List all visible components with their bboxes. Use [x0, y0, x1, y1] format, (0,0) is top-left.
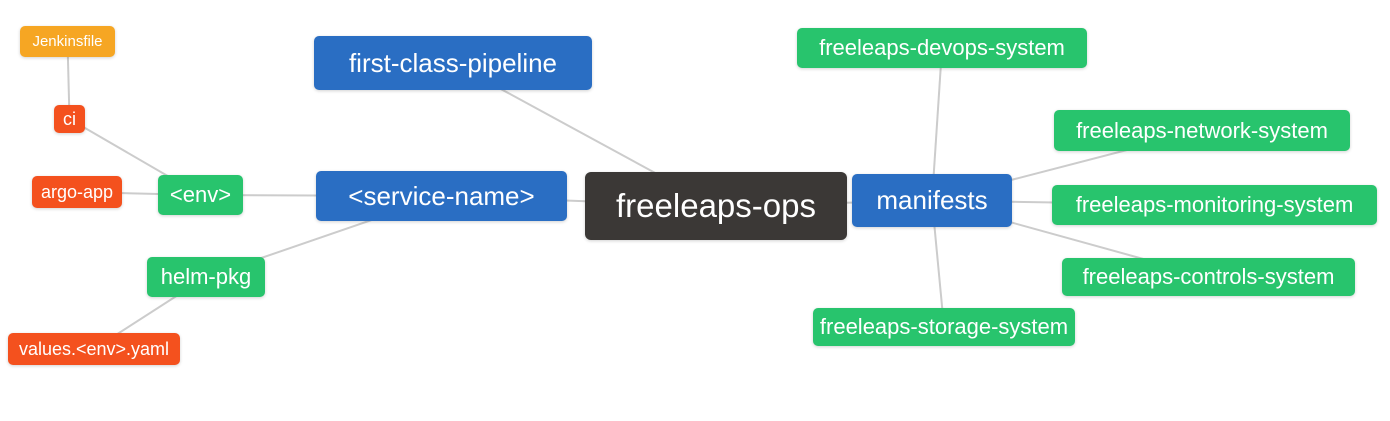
- node-freeleaps-storage-system[interactable]: freeleaps-storage-system: [813, 308, 1075, 346]
- node-label: freeleaps-devops-system: [819, 35, 1065, 60]
- node-label: manifests: [876, 185, 988, 215]
- node-manifests[interactable]: manifests: [852, 174, 1012, 227]
- node-label: argo-app: [40, 181, 114, 202]
- node-freeleaps-devops-system[interactable]: freeleaps-devops-system: [797, 28, 1087, 68]
- node-label: first-class-pipeline: [348, 47, 558, 78]
- node-freeleaps-ops[interactable]: freeleaps-ops: [585, 172, 847, 240]
- node-env[interactable]: <env>: [158, 175, 243, 215]
- node-label: <env>: [169, 182, 232, 207]
- node-argo-app[interactable]: argo-app: [32, 176, 122, 208]
- node-label: helm-pkg: [160, 264, 252, 289]
- node-label: freeleaps-network-system: [1076, 117, 1328, 143]
- node-label: <service-name>: [348, 180, 535, 211]
- node-label: freeleaps-ops: [616, 187, 816, 224]
- node-freeleaps-controls-system[interactable]: freeleaps-controls-system: [1062, 258, 1355, 296]
- node-first-class-pipeline[interactable]: first-class-pipeline: [314, 36, 592, 90]
- node-service-name[interactable]: <service-name>: [316, 171, 567, 221]
- node-label: freeleaps-storage-system: [819, 314, 1069, 339]
- node-values-env-yaml[interactable]: values.<env>.yaml: [8, 333, 180, 365]
- node-label: ci: [63, 108, 76, 129]
- node-label: freeleaps-monitoring-system: [1075, 192, 1354, 217]
- node-label: values.<env>.yaml: [18, 338, 170, 359]
- node-helm-pkg[interactable]: helm-pkg: [147, 257, 265, 297]
- node-freeleaps-network-system[interactable]: freeleaps-network-system: [1054, 110, 1350, 151]
- node-label: freeleaps-controls-system: [1082, 264, 1335, 289]
- node-jenkinsfile[interactable]: Jenkinsfile: [20, 26, 115, 57]
- node-ci[interactable]: ci: [54, 105, 85, 133]
- node-freeleaps-monitoring-system[interactable]: freeleaps-monitoring-system: [1052, 185, 1377, 225]
- node-label: Jenkinsfile: [32, 33, 103, 50]
